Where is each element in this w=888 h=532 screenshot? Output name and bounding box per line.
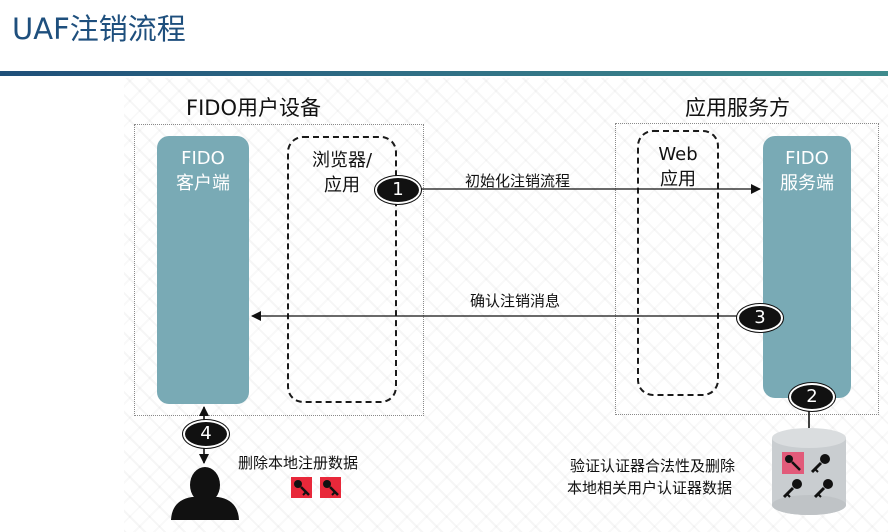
red-key-card-icon <box>291 477 312 498</box>
heading-service-side: 应用服务方 <box>685 96 790 120</box>
red-key-card-icon <box>320 477 341 498</box>
user-device-group <box>134 124 424 416</box>
red-key-card-icon <box>782 452 804 474</box>
black-key-icon <box>810 454 830 474</box>
delete-local-label: 删除本地注册数据 <box>238 454 359 472</box>
server-note-line2: 本地相关用户认证器数据 <box>567 479 733 497</box>
step-4-badge: 4 <box>183 420 229 448</box>
service-side-group <box>615 123 879 415</box>
init-flow-label: 初始化注销流程 <box>465 172 571 190</box>
black-key-icon <box>782 479 802 499</box>
step-3-badge: 3 <box>737 304 783 332</box>
browser-app-line2: 应用 <box>324 175 360 196</box>
web-app-line2: 应用 <box>660 169 696 190</box>
fido-client-line1: FIDO <box>181 148 225 169</box>
web-app-box: Web 应用 <box>637 130 719 396</box>
fido-server-box: FIDO 服务端 <box>763 136 851 398</box>
browser-app-box: 浏览器/ 应用 <box>287 136 397 403</box>
browser-app-line1: 浏览器/ <box>311 150 373 171</box>
black-key-icon <box>813 479 833 499</box>
page-title: UAF注销流程 <box>12 12 186 46</box>
fido-client-box: FIDO 客户端 <box>157 136 249 404</box>
fido-server-line2: 服务端 <box>780 173 834 194</box>
server-note-line1: 验证认证器合法性及删除 <box>570 457 736 475</box>
web-app-line1: Web <box>658 144 698 165</box>
step-1-badge: 1 <box>375 176 421 204</box>
title-divider <box>0 71 888 76</box>
heading-user-device: FIDO用户设备 <box>186 96 321 120</box>
fido-server-line1: FIDO <box>785 148 829 169</box>
fido-client-line2: 客户端 <box>176 173 230 194</box>
user-silhouette-icon <box>171 467 239 520</box>
confirm-flow-label: 确认注销消息 <box>470 292 561 310</box>
step-2-badge: 2 <box>789 383 835 411</box>
